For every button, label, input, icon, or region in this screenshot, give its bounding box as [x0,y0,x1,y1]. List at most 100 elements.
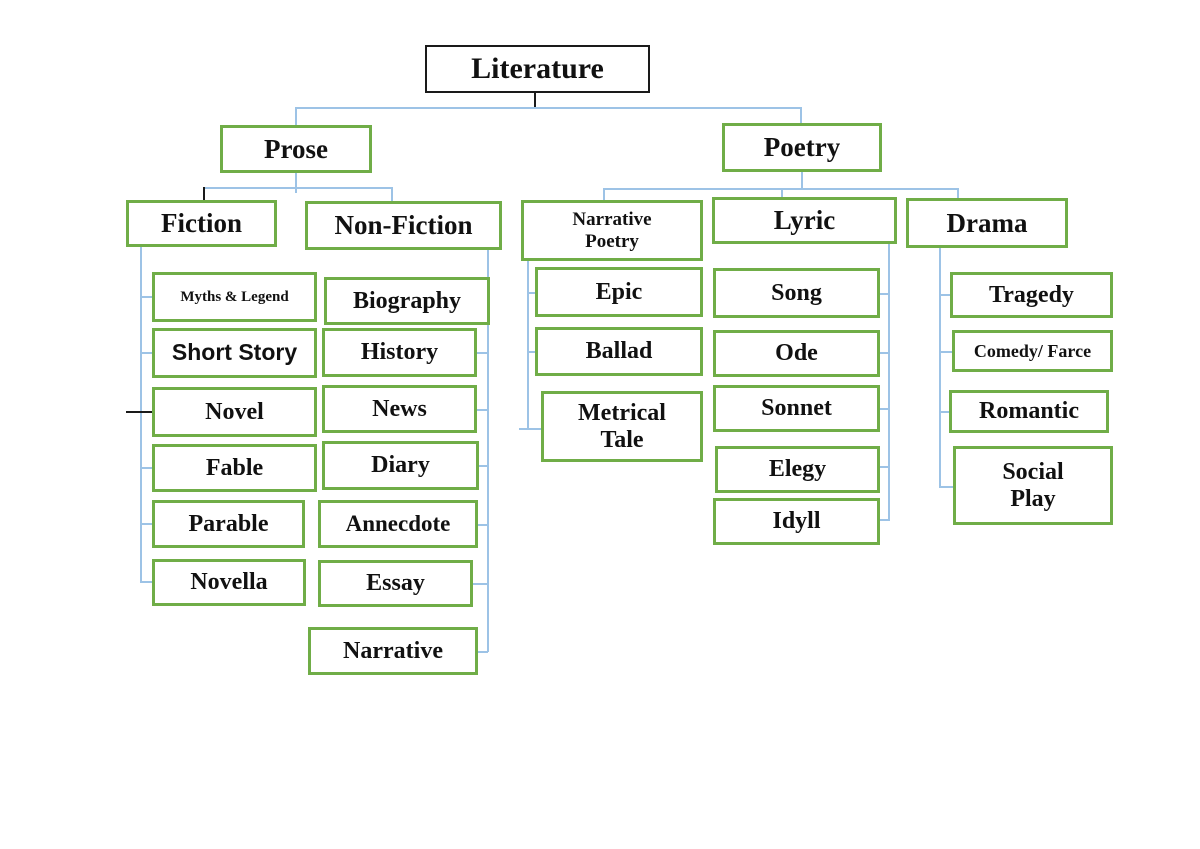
node-label: Narrative Poetry [572,209,652,252]
connector-line [939,411,951,413]
node-label: Essay [366,570,425,597]
connector-line [295,107,802,109]
connector-line [603,188,957,190]
node-label: Idyll [772,508,821,535]
connector-line [519,428,542,430]
node-label: Tragedy [989,281,1074,308]
connector-line [126,411,153,413]
connector-line [879,466,890,468]
node-diary: Diary [322,441,479,490]
node-history: History [322,328,477,377]
connector-line [295,172,297,193]
node-poetry: Poetry [722,123,882,172]
connector-line [939,486,954,488]
node-literature: Literature [425,45,650,93]
node-label: History [360,339,439,366]
node-label: Novel [205,398,264,425]
connector-line [477,524,488,526]
node-non-fiction: Non-Fiction [305,201,502,250]
node-idyll: Idyll [713,498,880,545]
node-label: Literature [471,52,604,86]
node-novella: Novella [152,559,306,606]
node-short-story: Short Story [152,328,317,378]
connector-line [879,408,890,410]
connector-line [477,409,488,411]
node-label: Annecdote [345,511,451,537]
node-ode: Ode [713,330,880,377]
node-lyric: Lyric [712,197,897,244]
connector-line [879,293,890,295]
node-label: Drama [946,207,1028,238]
node-myths-and-legend: Myths & Legend [152,272,317,322]
node-label: Prose [264,133,328,164]
node-annecdote: Annecdote [318,500,478,548]
connector-line [603,188,605,201]
connector-line [939,248,941,488]
connector-line [140,581,153,583]
node-ballad: Ballad [535,327,703,376]
node-essay: Essay [318,560,473,607]
node-label: Non-Fiction [334,210,473,241]
connector-line [140,523,153,525]
node-label: Narrative [343,637,443,664]
node-label: Metrical Tale [578,399,666,453]
node-label: Elegy [768,456,827,483]
node-label: News [372,395,427,422]
node-romantic: Romantic [949,390,1109,433]
connector-line [879,519,890,521]
node-song: Song [713,268,880,318]
node-biography: Biography [324,277,490,325]
node-metrical-tale: Metrical Tale [541,391,703,462]
node-label: Ballad [585,338,653,365]
node-label: Lyric [773,205,836,236]
connector-line [472,583,488,585]
node-label: Comedy/ Farce [973,340,1092,361]
node-label: Romantic [979,398,1079,425]
node-label: Fiction [161,208,242,239]
node-prose: Prose [220,125,372,173]
node-label: Poetry [763,132,841,163]
connector-line [203,187,205,201]
node-label: Novella [190,569,268,596]
connector-line [800,107,802,124]
node-elegy: Elegy [715,446,880,493]
node-narrative: Narrative [308,627,478,675]
node-label: Parable [188,510,269,537]
connector-line [140,247,142,582]
connector-line [527,351,536,353]
node-tragedy: Tragedy [950,272,1113,318]
node-parable: Parable [152,500,305,548]
connector-line [477,465,488,467]
node-label: Sonnet [761,395,832,422]
connector-line [140,296,153,298]
connector-line [879,352,890,354]
node-label: Myths & Legend [180,288,289,305]
connector-line [203,187,392,189]
node-fable: Fable [152,444,317,492]
connector-line [801,172,803,189]
node-fiction: Fiction [126,200,277,247]
connector-line [527,292,536,294]
node-narrative-poetry: Narrative Poetry [521,200,703,261]
node-label: Fable [205,454,264,481]
connector-line [888,244,890,521]
node-epic: Epic [535,267,703,317]
node-label: Epic [595,278,643,305]
node-news: News [322,385,477,433]
connector-line [391,187,393,202]
connector-line [939,351,953,353]
connector-line [295,107,297,126]
node-novel: Novel [152,387,317,437]
node-label: Short Story [171,339,298,366]
connector-line [140,352,153,354]
node-label: Biography [352,287,462,314]
connector-line [477,651,488,653]
node-comedy-farce: Comedy/ Farce [952,330,1113,372]
connector-line [939,294,952,296]
node-label: Song [771,279,822,306]
node-label: Ode [775,340,818,367]
connector-line [477,352,488,354]
node-sonnet: Sonnet [713,385,880,432]
node-label: Social Play [1002,458,1064,512]
